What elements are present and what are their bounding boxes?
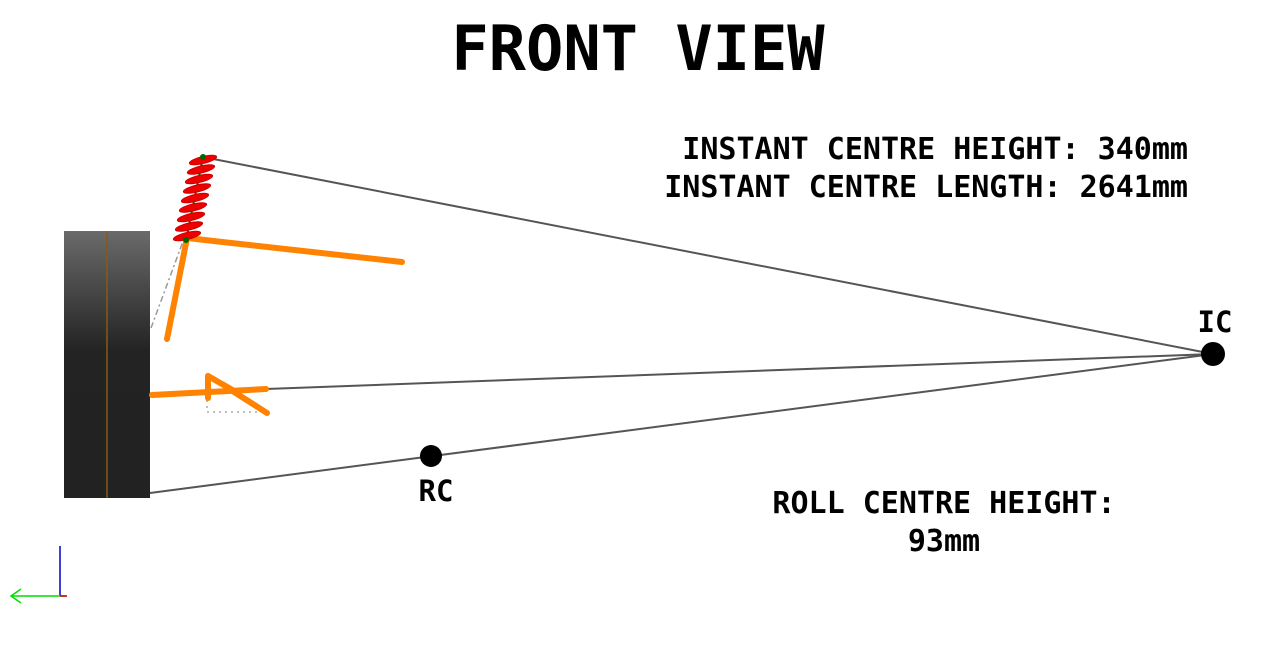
- axis-triad: [9, 546, 67, 604]
- roll-centre-label: RC: [419, 474, 454, 508]
- instant-centre-label: IC: [1198, 305, 1233, 339]
- upright: [164, 235, 190, 342]
- instant-centre-point: [1201, 342, 1225, 366]
- roll-centre-point: [420, 445, 442, 467]
- spring-coil: [184, 173, 214, 185]
- instant-centre-height-text: INSTANT CENTRE HEIGHT: 340mm: [682, 132, 1188, 167]
- spring-coil: [178, 202, 208, 213]
- kingpin-axis-line: [150, 235, 186, 329]
- spring-damper: [172, 154, 218, 243]
- diagram-title: FRONT VIEW: [451, 12, 825, 85]
- lower-link-diagonal: [231, 389, 270, 416]
- spring-coil: [174, 221, 204, 232]
- lower-link-hidden-line: [206, 400, 260, 413]
- instant-centre-length-text: INSTANT CENTRE LENGTH: 2641mm: [664, 170, 1188, 205]
- lower-arm-projection-line: [265, 353, 1214, 390]
- spring-coil: [180, 192, 210, 204]
- spring-coil: [176, 211, 206, 223]
- spring-coil: [182, 183, 212, 194]
- suspension-arms: [149, 235, 405, 416]
- spring-coil: [186, 164, 216, 175]
- contact-patch-to-ic-line: [149, 353, 1214, 494]
- roll-centre-height-value: 93mm: [908, 524, 980, 559]
- upper-arm-projection-line: [202, 156, 1214, 355]
- roll-centre-height-label: ROLL CENTRE HEIGHT:: [772, 486, 1115, 521]
- damper-bottom-mount: [183, 237, 189, 243]
- lower-link-brace: [205, 373, 239, 395]
- upper-wishbone: [184, 235, 405, 265]
- damper-top-mount: [200, 154, 206, 160]
- axis-arrow-icon: [9, 588, 22, 604]
